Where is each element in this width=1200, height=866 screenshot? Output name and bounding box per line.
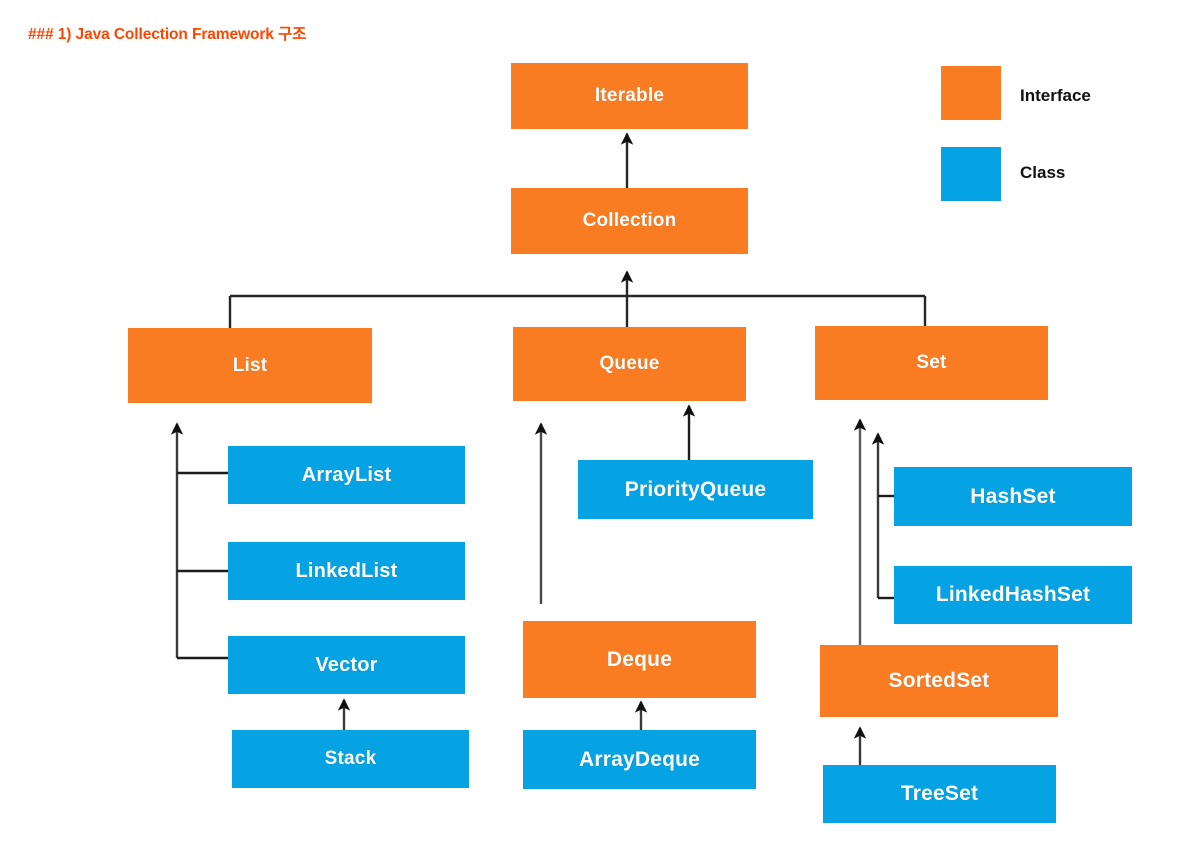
node-arraylist[interactable]: ArrayList bbox=[228, 446, 465, 504]
node-linkedlist[interactable]: LinkedList bbox=[228, 542, 465, 600]
node-queue[interactable]: Queue bbox=[513, 327, 746, 401]
node-hashset[interactable]: HashSet bbox=[894, 467, 1132, 526]
node-vector[interactable]: Vector bbox=[228, 636, 465, 694]
legend-swatch-class bbox=[941, 147, 1001, 201]
legend-label-interface: Interface bbox=[1020, 86, 1091, 105]
node-treeset[interactable]: TreeSet bbox=[823, 765, 1056, 823]
node-arraydeque[interactable]: ArrayDeque bbox=[523, 730, 756, 789]
node-collection[interactable]: Collection bbox=[511, 188, 748, 254]
node-iterable[interactable]: Iterable bbox=[511, 63, 748, 129]
node-sortedset[interactable]: SortedSet bbox=[820, 645, 1058, 717]
legend-label-class: Class bbox=[1020, 163, 1066, 182]
legend-swatch-interface bbox=[941, 66, 1001, 120]
node-deque[interactable]: Deque bbox=[523, 621, 756, 698]
node-stack[interactable]: Stack bbox=[232, 730, 469, 788]
page-title: ### 1) Java Collection Framework 구조 bbox=[28, 26, 307, 43]
node-linkedhashset[interactable]: LinkedHashSet bbox=[894, 566, 1132, 624]
node-priorityqueue[interactable]: PriorityQueue bbox=[578, 460, 813, 519]
node-set[interactable]: Set bbox=[815, 326, 1048, 400]
node-list[interactable]: List bbox=[128, 328, 372, 403]
